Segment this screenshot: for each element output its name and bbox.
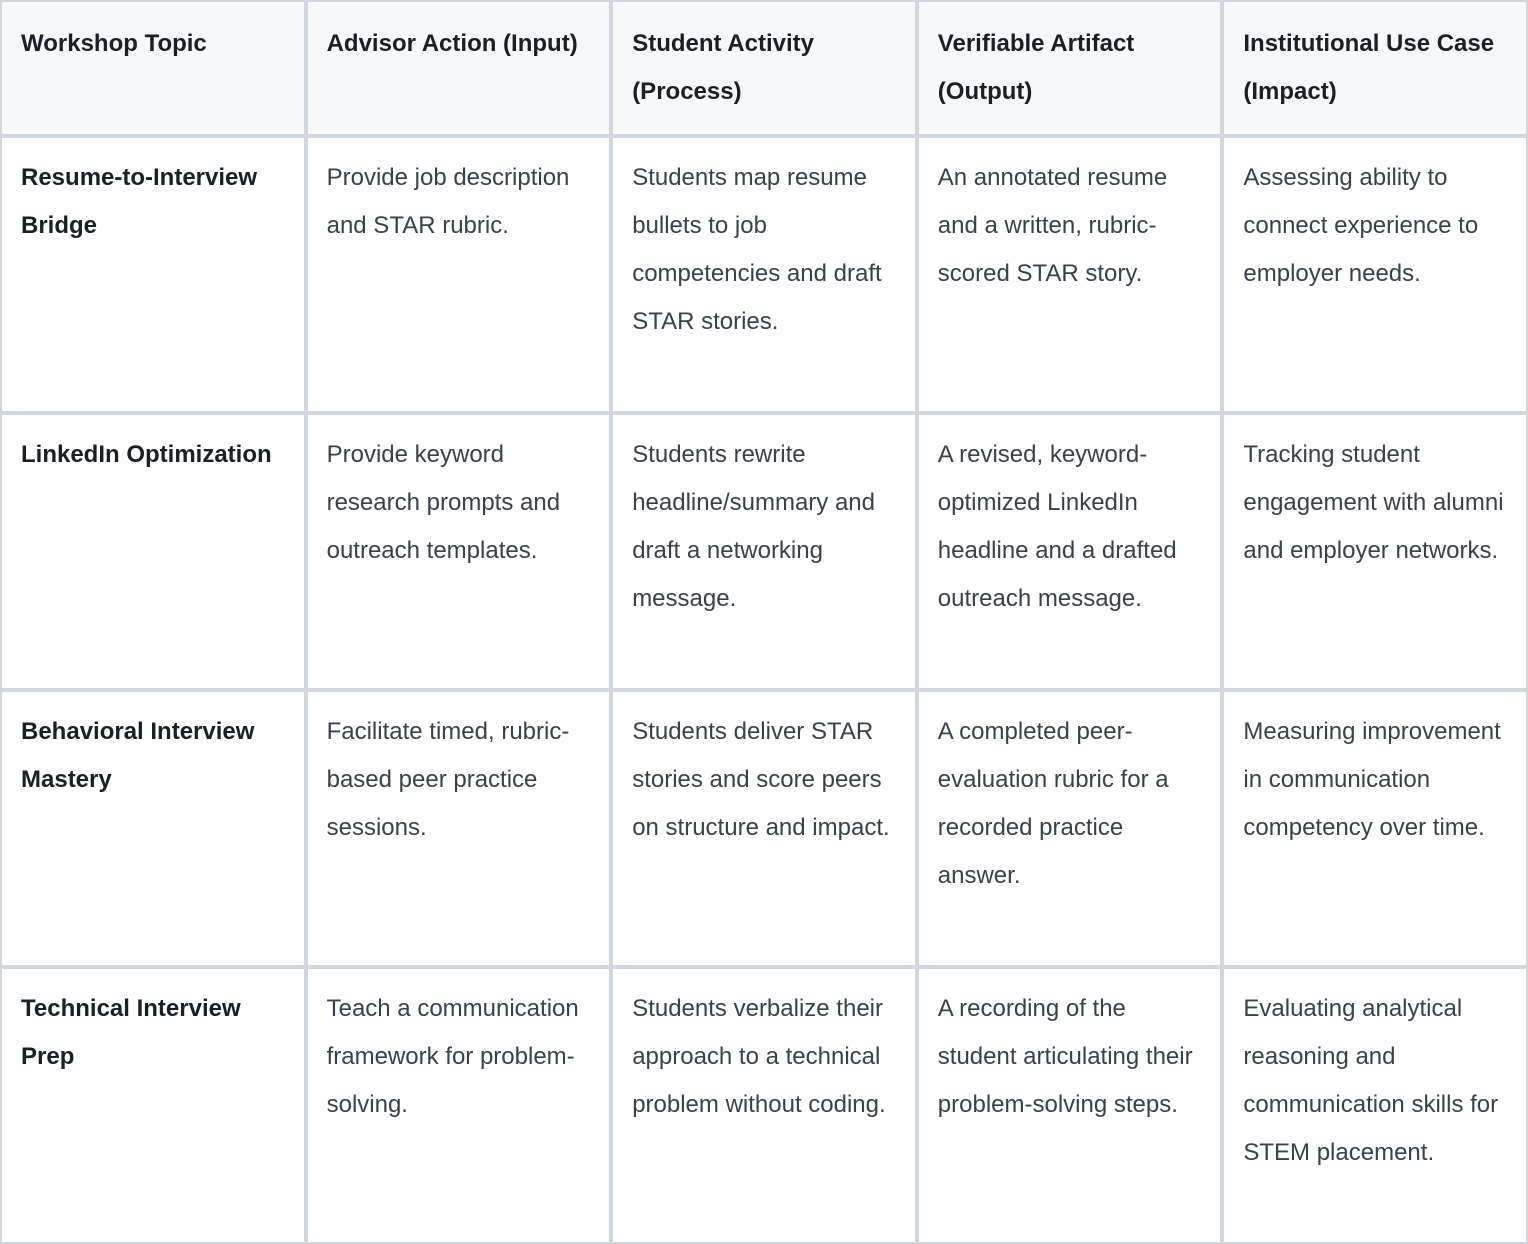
cell-student-activity: Students rewrite headline/summary and dr… (611, 413, 917, 690)
cell-institutional-use-case: Tracking student engagement with alumni … (1222, 413, 1528, 690)
table-body: Resume-to-Interview Bridge Provide job d… (0, 136, 1528, 1244)
table-row: Technical Interview Prep Teach a communi… (0, 967, 1528, 1244)
cell-advisor-action: Provide job description and STAR rubric. (305, 136, 612, 413)
cell-institutional-use-case: Evaluating analytical reasoning and comm… (1222, 967, 1528, 1244)
cell-student-activity: Students map resume bullets to job compe… (611, 136, 917, 413)
cell-workshop-topic: Behavioral Interview Mastery (0, 690, 306, 967)
cell-workshop-topic: Technical Interview Prep (0, 967, 306, 1244)
table-header: Workshop Topic Advisor Action (Input) St… (0, 0, 1528, 136)
table-row: Resume-to-Interview Bridge Provide job d… (0, 136, 1528, 413)
header-row: Workshop Topic Advisor Action (Input) St… (0, 0, 1528, 136)
column-header-institutional-use-case: Institutional Use Case (Impact) (1222, 0, 1528, 136)
cell-verifiable-artifact: A revised, keyword-optimized LinkedIn he… (916, 413, 1223, 690)
cell-institutional-use-case: Measuring improvement in communication c… (1222, 690, 1528, 967)
table-row: LinkedIn Optimization Provide keyword re… (0, 413, 1528, 690)
cell-verifiable-artifact: An annotated resume and a written, rubri… (916, 136, 1223, 413)
cell-verifiable-artifact: A recording of the student articulating … (916, 967, 1223, 1244)
cell-verifiable-artifact: A completed peer-evaluation rubric for a… (916, 690, 1223, 967)
cell-advisor-action: Teach a communication framework for prob… (305, 967, 612, 1244)
cell-institutional-use-case: Assessing ability to connect experience … (1222, 136, 1528, 413)
table-row: Behavioral Interview Mastery Facilitate … (0, 690, 1528, 967)
cell-workshop-topic: Resume-to-Interview Bridge (0, 136, 306, 413)
column-header-workshop-topic: Workshop Topic (0, 0, 306, 136)
cell-workshop-topic: LinkedIn Optimization (0, 413, 306, 690)
cell-student-activity: Students verbalize their approach to a t… (611, 967, 917, 1244)
column-header-verifiable-artifact: Verifiable Artifact (Output) (916, 0, 1223, 136)
column-header-advisor-action: Advisor Action (Input) (305, 0, 612, 136)
cell-advisor-action: Facilitate timed, rubric-based peer prac… (305, 690, 612, 967)
cell-advisor-action: Provide keyword research prompts and out… (305, 413, 612, 690)
cell-student-activity: Students deliver STAR stories and score … (611, 690, 917, 967)
column-header-student-activity: Student Activity (Process) (611, 0, 917, 136)
